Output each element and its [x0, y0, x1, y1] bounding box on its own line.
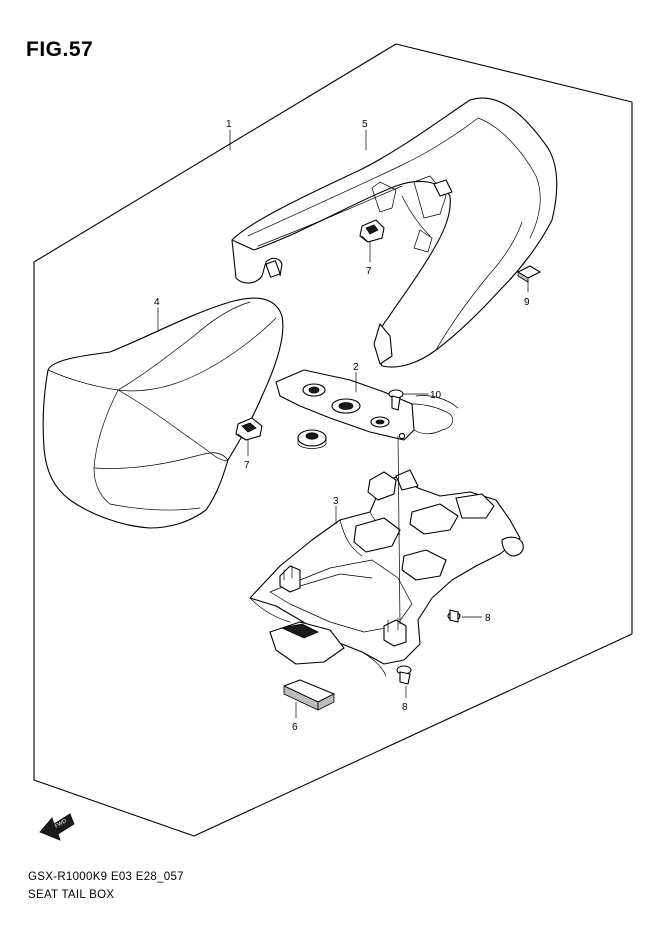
part-8-bolt-right: [447, 609, 461, 623]
callout-8-right: 8: [485, 613, 491, 624]
part-9-pad: [517, 265, 541, 283]
diagram-name: SEAT TAIL BOX: [28, 889, 115, 901]
part-7-clip-upper: [359, 219, 385, 243]
callout-6: 6: [292, 722, 298, 733]
callout-1: 1: [226, 119, 232, 130]
part-2-grommet: [297, 429, 327, 449]
callout-5: 5: [362, 119, 368, 130]
callout-7-upper: 7: [366, 266, 372, 277]
figure-title: FIG.57: [26, 38, 94, 61]
fwd-label: FWD: [54, 818, 68, 829]
part-7-clip-lower: [235, 417, 263, 441]
callout-8-lower: 8: [402, 702, 408, 713]
part-5-tail-cover: [231, 97, 558, 368]
callout-7-lower: 7: [244, 460, 250, 471]
leader-lines: [157, 129, 529, 719]
callout-2: 2: [353, 362, 359, 373]
callout-10: 10: [430, 390, 442, 401]
diagram-code: GSX-R1000K9 E03 E28_057: [28, 871, 184, 883]
fwd-arrow-icon: FWD: [39, 813, 75, 841]
part-8-bolt-lower: [396, 665, 412, 685]
part-3-bracket: [249, 469, 524, 677]
callout-9: 9: [524, 297, 530, 308]
part-6-pad: [283, 679, 335, 711]
centre-line: [397, 435, 401, 625]
part-10-screw: [388, 389, 404, 411]
part-2-plate: [275, 369, 459, 441]
assembly-frame: [33, 43, 633, 837]
part-4-seat-cowl: [42, 297, 284, 529]
callout-3: 3: [333, 496, 339, 507]
callout-4: 4: [154, 297, 160, 308]
